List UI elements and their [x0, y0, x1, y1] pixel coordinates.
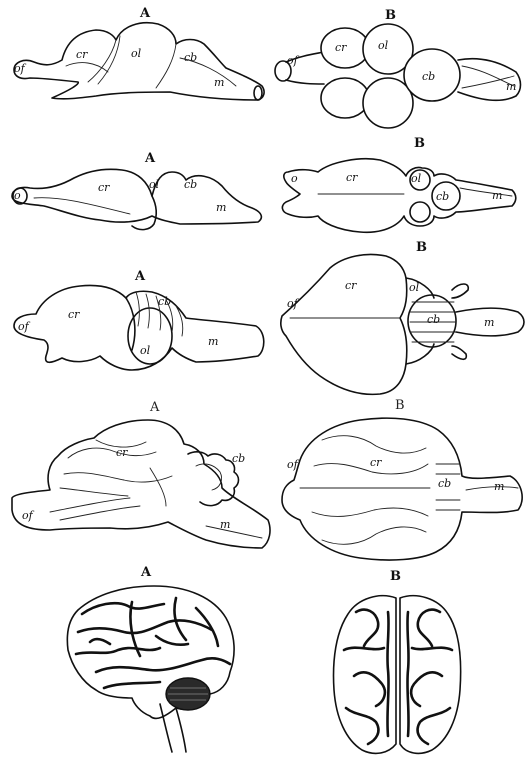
row-4-heading-b: B: [395, 398, 405, 413]
row-2-dorsal-view: o cr ol cb m: [282, 159, 515, 233]
row-3-a-label-cr: cr: [68, 308, 80, 321]
row-3-b-label-ol: ol: [409, 281, 420, 294]
row-5-lateral-view: [67, 586, 234, 752]
row-2-b-label-cb: cb: [436, 190, 449, 203]
row-2-a-label-cr: cr: [98, 181, 110, 194]
row-2-a-label-o: o: [14, 189, 21, 202]
row-2-heading-b: B: [414, 136, 425, 151]
row-1-heading-b: B: [385, 8, 396, 23]
row-2-b-label-m: m: [492, 189, 502, 202]
row-2-heading-a: A: [144, 151, 156, 166]
row-2-b-label-cr: cr: [346, 171, 358, 184]
row-3-dorsal-view: of cr ol cb m: [281, 255, 524, 395]
row-2-a-label-ol: ol: [149, 178, 160, 191]
row-3-b-label-cb: cb: [427, 313, 440, 326]
row-1: A B of cr ol cb m: [14, 6, 521, 128]
row-4-b-label-cr: cr: [370, 456, 382, 469]
row-2-a-label-cb: cb: [184, 178, 197, 191]
row-1-a-label-m: m: [214, 76, 224, 89]
row-4-dorsal-view: of cr cb m: [282, 418, 522, 560]
row-2: A B o cr ol cb m o cr ol cb m: [12, 136, 516, 232]
row-4-a-label-of: of: [22, 509, 35, 522]
row-4-b-label-m: m: [494, 480, 504, 493]
row-1-heading-a: A: [139, 6, 151, 21]
row-4-a-label-cb: cb: [232, 452, 245, 465]
row-4-heading-a: A: [149, 400, 160, 415]
row-2-lateral-view: o cr ol cb m: [12, 169, 261, 229]
row-4-a-label-cr: cr: [116, 446, 128, 459]
row-2-b-label-o: o: [291, 172, 298, 185]
row-3-heading-a: A: [134, 269, 146, 284]
row-2-b-label-ol: ol: [411, 172, 422, 185]
row-3-b-label-of: of: [287, 297, 300, 310]
row-5: A B: [67, 565, 460, 753]
row-4-b-label-cb: cb: [438, 477, 451, 490]
row-5-dorsal-view: [334, 596, 461, 754]
row-3-a-label-m: m: [208, 335, 218, 348]
row-3-heading-b: B: [416, 240, 427, 255]
row-3-b-label-cr: cr: [345, 279, 357, 292]
row-1-dorsal-view: of cr ol cb m: [275, 24, 521, 128]
row-4: A B of cr cb m o: [12, 398, 522, 560]
row-1-a-label-cr: cr: [76, 48, 88, 61]
row-1-b-label-m: m: [506, 80, 516, 93]
row-2-a-label-m: m: [216, 201, 226, 214]
row-1-a-label-of: of: [14, 62, 27, 75]
row-1-a-label-ol: ol: [131, 47, 142, 60]
row-1-b-label-cr: cr: [335, 41, 347, 54]
row-3-a-label-of: of: [18, 320, 31, 333]
row-1-b-label-cb: cb: [422, 70, 435, 83]
row-5-heading-a: A: [140, 565, 152, 580]
row-4-a-label-m: m: [220, 518, 230, 531]
row-4-lateral-view: of cr cb m: [12, 420, 270, 548]
row-1-a-label-cb: cb: [184, 51, 197, 64]
row-1-b-label-ol: ol: [378, 39, 389, 52]
row-3-lateral-view: of cr ol cb m: [14, 286, 264, 371]
row-3-a-label-ol: ol: [140, 344, 151, 357]
row-3-a-label-cb: cb: [158, 295, 171, 308]
row-1-lateral-view: of cr ol cb m: [14, 23, 264, 100]
row-3-b-label-m: m: [484, 316, 494, 329]
row-1-b-label-of: of: [287, 54, 300, 67]
row-5-heading-b: B: [390, 569, 401, 584]
row-3: A B of cr ol cb m of cr: [14, 240, 524, 394]
